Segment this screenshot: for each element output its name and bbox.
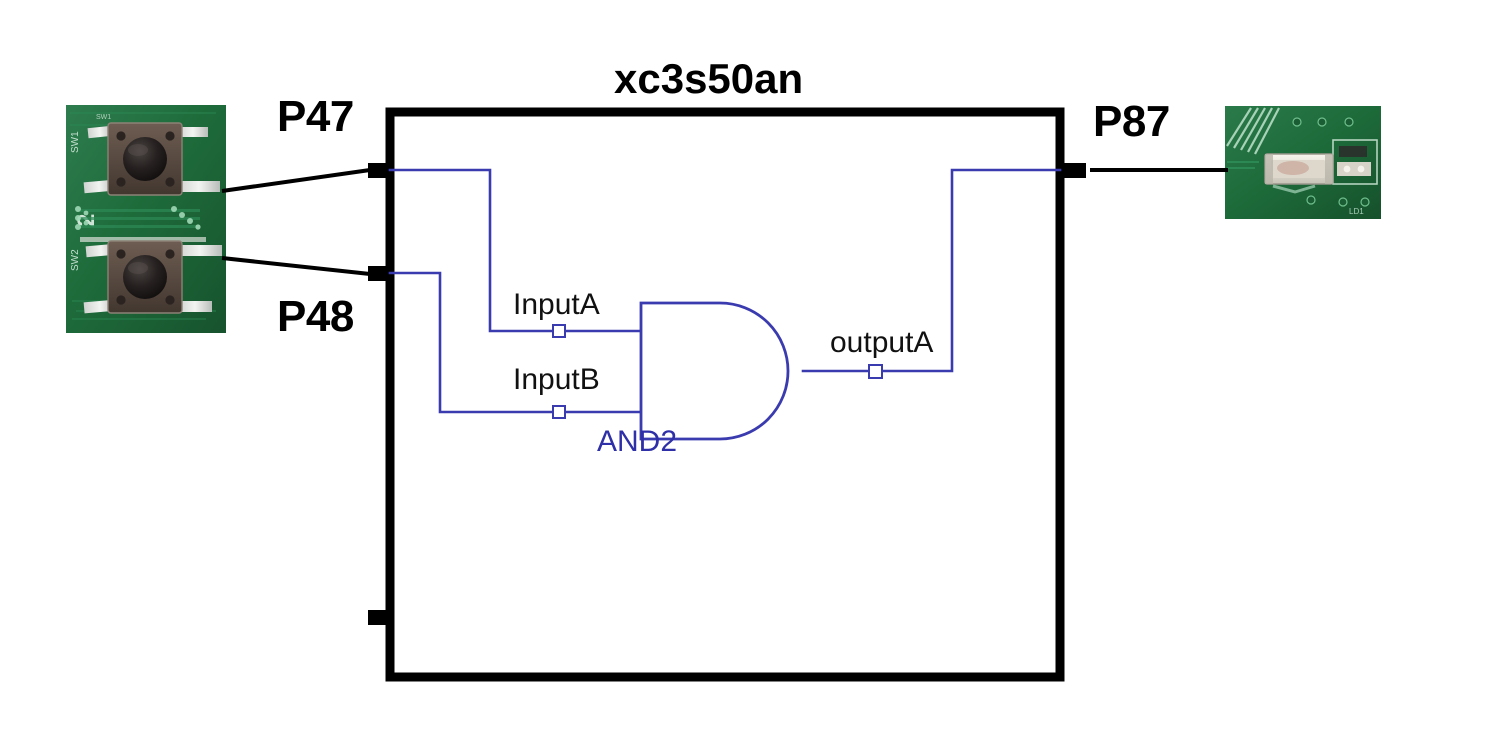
pin-pad-p87 (1058, 163, 1086, 178)
pin-pad-p47 (368, 163, 394, 178)
net-marker-inputb (552, 405, 566, 419)
pin-label-p48: P48 (277, 292, 354, 341)
net-marker-outputa (868, 364, 883, 379)
pin-pads (368, 163, 1086, 625)
lead-sw1-to-p47 (221, 168, 371, 193)
net-label-outputa: outputA (830, 326, 934, 359)
svg-text:LD1: LD1 (1349, 207, 1364, 216)
pin-label-p47: P47 (277, 92, 354, 141)
and2-gate[interactable] (639, 301, 790, 441)
pushbutton-sw2 (83, 240, 222, 314)
wire-p48-inputb (388, 271, 642, 414)
svg-text:SW1: SW1 (70, 131, 81, 153)
led-package (1264, 153, 1334, 185)
pin-label-p87: P87 (1093, 97, 1170, 146)
pin-pad-unused-left (368, 610, 394, 625)
pushbutton-sw1 (83, 122, 220, 196)
page-title: xc3s50an (614, 55, 804, 102)
net-marker-inputa (552, 324, 566, 338)
photo-to-pin-leads (221, 168, 1228, 276)
led-photo: LD1 (1225, 106, 1381, 219)
and2-gate-body (639, 301, 790, 441)
net-markers (552, 324, 883, 419)
gate-label-and2: AND2 (597, 425, 678, 458)
net-label-inputb: InputB (513, 363, 600, 396)
led-photo-art: LD1 (1225, 106, 1381, 219)
pushbuttons-photo: SW1 SW1 SW2 2 (66, 105, 226, 333)
fpga-chip-outline (385, 107, 1065, 682)
svg-text:SW1: SW1 (96, 114, 111, 121)
pushbuttons-photo-art: SW1 SW1 SW2 2 (66, 105, 226, 333)
pin-pad-p48 (368, 266, 394, 281)
svg-text:SW2: SW2 (70, 249, 81, 271)
net-label-inputa: InputA (513, 288, 600, 321)
lead-sw2-to-p48 (221, 256, 371, 276)
